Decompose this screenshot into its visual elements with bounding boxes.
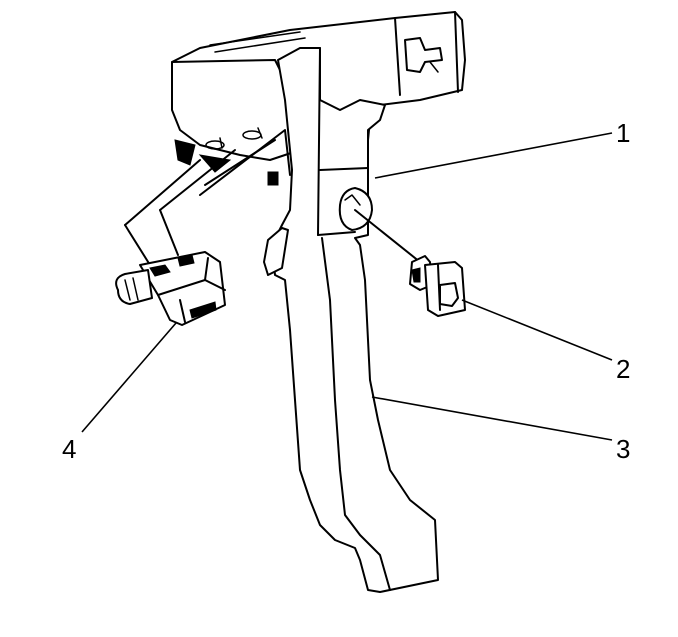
callout-label-4: 4 <box>62 434 76 464</box>
leader-line-4 <box>81 322 177 433</box>
electrical-connector <box>115 149 236 326</box>
callout-label-1: 1 <box>616 118 630 148</box>
callout-labels: 1 2 3 4 <box>62 118 630 464</box>
callout-label-2: 2 <box>616 354 630 384</box>
callout-label-3: 3 <box>616 434 630 464</box>
leader-lines <box>81 132 613 441</box>
brake-pedal-arm <box>263 47 439 593</box>
stop-lamp-switch <box>354 209 466 317</box>
leader-line-3 <box>371 396 613 441</box>
leader-line-1 <box>374 132 613 179</box>
leader-line-2 <box>461 299 613 361</box>
